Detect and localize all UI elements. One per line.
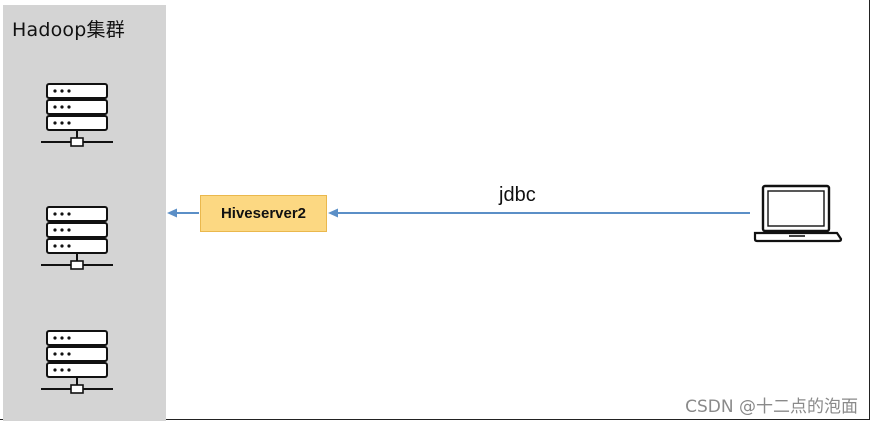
- server-rack-icon: [41, 330, 113, 394]
- hiveserver2-label: Hiveserver2: [220, 205, 307, 222]
- hiveserver2-node: Hiveserver2: [200, 195, 327, 232]
- jdbc-connection-label: jdbc: [499, 184, 536, 206]
- arrow-client-to-hive: [328, 208, 750, 218]
- server-rack-icon: [41, 206, 113, 270]
- arrow-hive-to-cluster: [167, 208, 199, 218]
- watermark: CSDN @十二点的泡面: [685, 397, 858, 417]
- server-rack-icon: [41, 83, 113, 147]
- laptop-icon: [753, 184, 843, 243]
- cluster-title: Hadoop集群: [12, 19, 125, 41]
